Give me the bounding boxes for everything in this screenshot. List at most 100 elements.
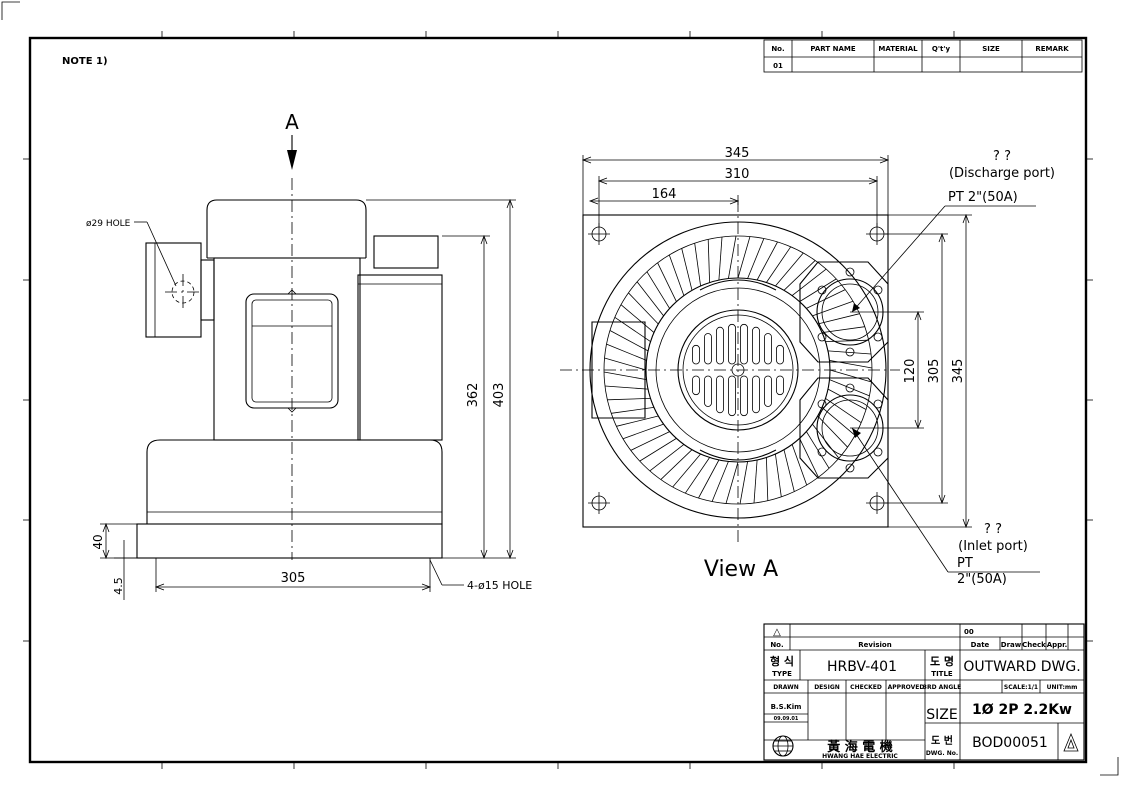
blower-fin [825, 339, 869, 342]
dim-base-height: 40 [91, 534, 105, 549]
blower-fin [728, 235, 737, 279]
inlet-leader [851, 427, 949, 573]
blower-fin [657, 262, 677, 302]
angle-label: 3RD ANGLE [923, 684, 961, 691]
discharge-title: (Discharge port) [949, 166, 1055, 181]
parts-header-qty: Q't'y [932, 45, 951, 53]
blower-fin [791, 268, 827, 296]
blower-fin [766, 246, 792, 283]
blower-fin [756, 241, 778, 281]
grille-slot [704, 333, 712, 365]
blower-fin [783, 449, 795, 492]
inlet-thread-a: PT [957, 556, 973, 571]
mount-hole-label: 4-ø15 HOLE [467, 579, 532, 592]
blower-fin [829, 369, 872, 383]
border-zone-ticks [23, 31, 1093, 769]
type-kr: 형 식 [770, 654, 794, 668]
blower-fin [711, 461, 729, 502]
design-label: DESIGN [814, 684, 840, 691]
grille-slot [764, 375, 772, 407]
parts-table: No. PART NAME MATERIAL Q't'y SIZE REMARK… [763, 39, 1083, 73]
blower-fin [829, 379, 870, 397]
blower-fin [681, 248, 693, 291]
company-name-cn: 黃 海 電 機 [826, 739, 893, 755]
grille-slot [740, 375, 748, 417]
blower-fin [603, 371, 647, 380]
blower-housing [146, 439, 443, 525]
inlet-title: (Inlet port) [958, 539, 1028, 554]
view-caption: View A [704, 557, 778, 582]
blower-fin [825, 398, 862, 424]
blower-fin [753, 459, 758, 504]
blower-fin [672, 453, 701, 488]
view-marker-a: A [285, 110, 299, 134]
blower-fin [817, 313, 860, 325]
nameplate-frame [245, 293, 339, 409]
revision-triangle-icon [1063, 732, 1079, 752]
title-value: OUTWARD DWG. [963, 659, 1080, 675]
dim-port-spacing: 120 [903, 359, 918, 384]
note-label: NOTE 1) [62, 56, 108, 67]
drawer-date: 09.09.01 [774, 716, 799, 722]
dim-overall-height: 403 [492, 383, 507, 408]
view-arrow-icon [287, 150, 297, 170]
dim-offset: 4.5 [112, 577, 125, 595]
approved-label: APPROVED [888, 684, 925, 691]
blower-fin [812, 300, 854, 317]
checked-label: CHECKED [850, 684, 882, 691]
drawing-border [28, 36, 1088, 764]
drawn-label: DRAWN [773, 684, 799, 691]
blower-fin [725, 461, 739, 504]
dwg-value: BOD00051 [972, 735, 1048, 751]
side-view: A ø29 HOLE [86, 110, 532, 600]
blower-fin [607, 398, 651, 401]
dim-base-width: 305 [281, 571, 306, 586]
parts-header-name: PART NAME [810, 45, 855, 53]
discharge-pipe [373, 235, 439, 269]
grille-slot [728, 375, 736, 417]
corner-mark-top-left [1, 1, 20, 20]
blower-fin [606, 343, 647, 361]
blower-fin [821, 407, 856, 436]
grille-slot [704, 375, 712, 407]
blower-fin [783, 260, 816, 291]
blower-fin [616, 415, 659, 427]
company-logo-icon [772, 735, 794, 757]
side-flange [591, 321, 646, 419]
blower-fin [604, 357, 647, 371]
blower-fin [649, 444, 685, 472]
inlet-qmarks: ? ? [984, 522, 1002, 537]
title-block: △ No. Revision 00 Date Draw Check Appr. … [763, 623, 1085, 761]
blower-fin [639, 438, 677, 462]
discharge-thread: PT 2"(50A) [948, 190, 1018, 205]
grille-slots [692, 323, 784, 417]
unit-label: UNIT:mm [1047, 684, 1078, 691]
dim-hole-pitch-v: 305 [927, 359, 942, 384]
blower-fin [827, 388, 867, 410]
parts-header-no: No. [771, 45, 784, 53]
blower-fin [739, 461, 748, 505]
company-name-en: HWANG HAE ELECTRIC [822, 753, 898, 760]
blower-fin [604, 385, 649, 390]
inlet-thread-b: 2"(50A) [957, 572, 1007, 587]
blower-fin [737, 236, 751, 279]
blower-fin [718, 236, 723, 281]
grille-slot [728, 323, 736, 365]
dim-outer-height: 345 [951, 359, 966, 384]
blower-fin [694, 243, 701, 287]
discharge-port-housing [799, 261, 889, 363]
dim-hole-pitch: 310 [725, 167, 750, 182]
corner-mark-bottom-right [1100, 757, 1119, 776]
blower-fin [630, 431, 670, 451]
parts-row-no: 01 [773, 62, 783, 70]
type-en: TYPE [772, 670, 792, 678]
size-value: 1Ø 2P 2.2Kw [972, 702, 1072, 718]
check-label: Check [1022, 641, 1046, 649]
blower-fin [775, 252, 804, 287]
dwg-kr: 도 번 [931, 734, 953, 747]
date-label: Date [971, 641, 990, 649]
discharge-leader [851, 205, 946, 313]
blower-fin [766, 457, 769, 501]
grille-slot [752, 326, 760, 365]
